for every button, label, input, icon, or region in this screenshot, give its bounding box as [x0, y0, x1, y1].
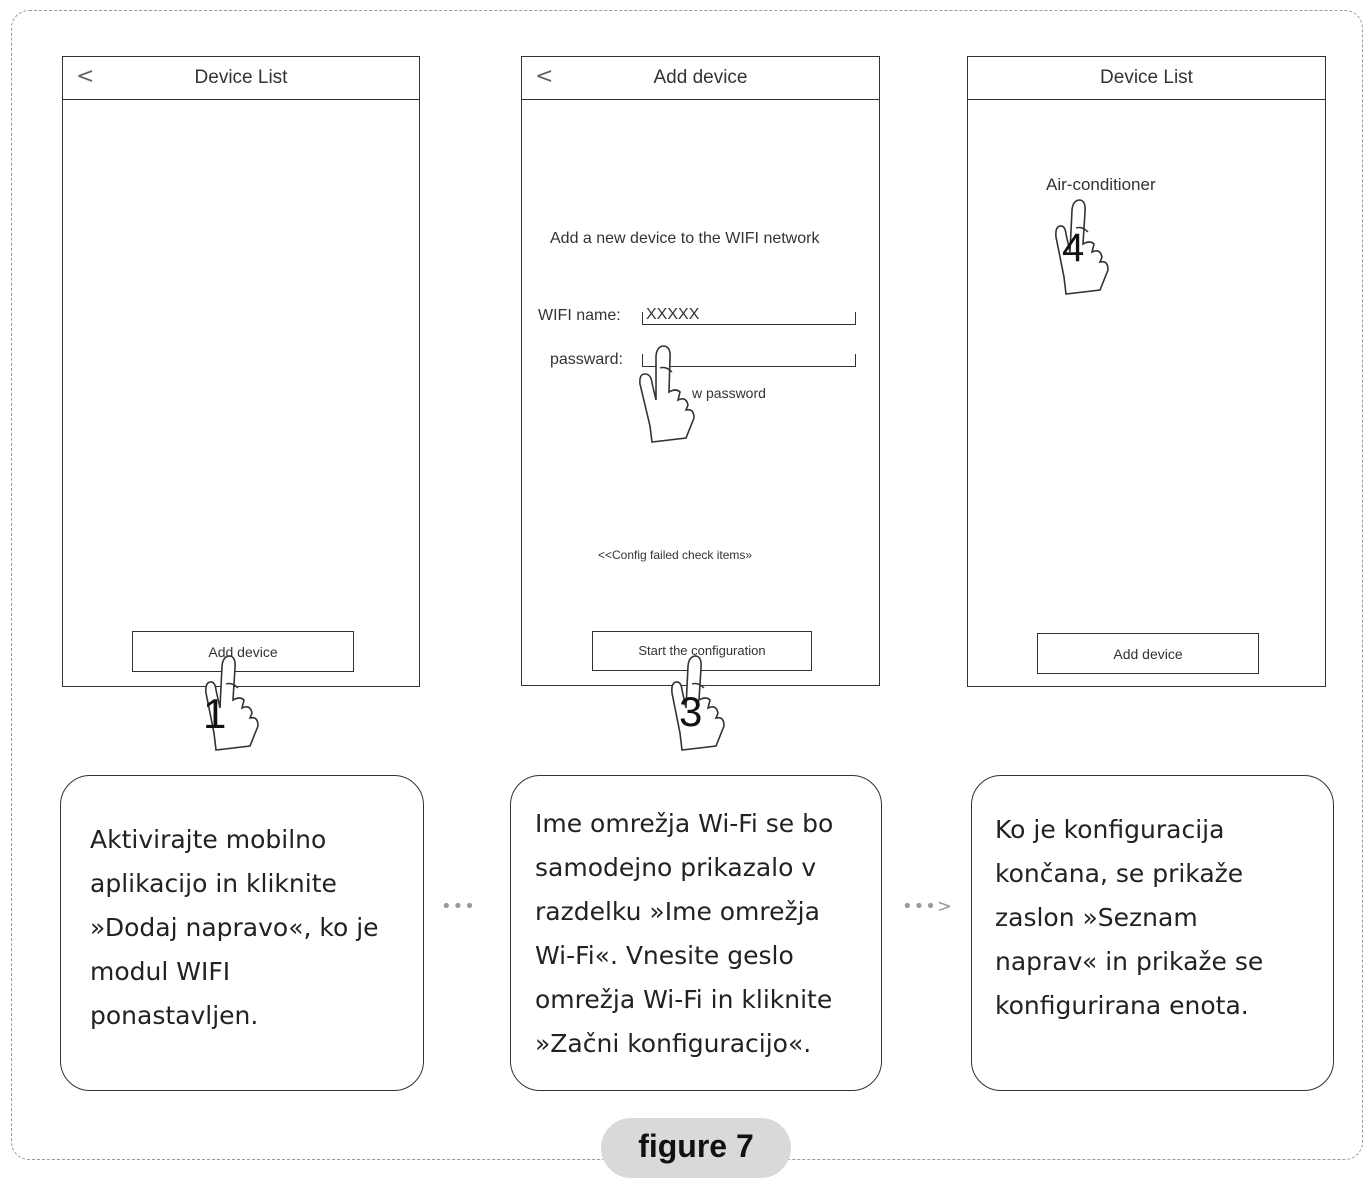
back-arrow-icon[interactable]: <	[76, 64, 95, 89]
screen-header: Device List	[968, 57, 1325, 100]
caption-box-step-1: Aktivirajte mobilno aplikacijo in klikni…	[60, 775, 424, 1091]
add-device-button[interactable]: Add device	[132, 631, 354, 672]
flow-connector: •••	[441, 896, 476, 917]
figure-label: figure 7	[638, 1128, 754, 1164]
add-device-button[interactable]: Add device	[1037, 633, 1259, 674]
screen-title: Device List	[1100, 67, 1193, 88]
phone-screen-device-list: < Device List Add device	[62, 56, 420, 687]
caption-text: Ime omrežja Wi-Fi se bo samodejno prikaz…	[535, 809, 834, 1058]
screen-header: < Device List	[63, 57, 419, 100]
password-label: passward:	[550, 351, 623, 368]
screen-title: Add device	[653, 67, 748, 88]
wifi-name-field[interactable]	[642, 312, 856, 325]
add-device-prompt: Add a new device to the WIFI network	[550, 230, 820, 247]
back-arrow-icon[interactable]: <	[535, 64, 554, 89]
phone-screen-add-device: < Add device Add a new device to the WIF…	[521, 56, 880, 686]
screen-title: Device List	[194, 67, 288, 88]
step-number-4: 4	[1062, 226, 1085, 270]
caption-box-step-2: Ime omrežja Wi-Fi se bo samodejno prikaz…	[510, 775, 882, 1091]
screen-header: < Add device	[522, 57, 879, 100]
caption-text: Aktivirajte mobilno aplikacijo in klikni…	[90, 825, 379, 1030]
phone-screen-device-list-result: Device List Air-conditioner Add device	[967, 56, 1326, 687]
device-list-item[interactable]: Air-conditioner	[1046, 175, 1156, 194]
caption-text: Ko je konfiguracija končana, se prikaže …	[995, 815, 1264, 1020]
tapping-hand-icon	[639, 345, 695, 443]
config-failed-link[interactable]: <<Config failed check items»	[598, 548, 753, 562]
wifi-name-value: XXXXX	[646, 306, 700, 323]
caption-box-step-3: Ko je konfiguracija končana, se prikaže …	[971, 775, 1334, 1091]
show-password-label[interactable]: w password	[692, 385, 766, 401]
tapping-hand-icon	[205, 655, 259, 751]
wifi-name-label: WIFI name:	[538, 307, 621, 324]
step-number-1: 1	[203, 690, 227, 737]
step-number-3: 3	[679, 688, 703, 735]
figure-label-tab: figure 7	[601, 1118, 791, 1178]
tapping-hand-icon	[1055, 199, 1109, 295]
start-configuration-button[interactable]: Start the configuration	[592, 631, 812, 671]
password-field[interactable]	[642, 354, 856, 367]
flow-connector: •••>	[902, 896, 953, 917]
tapping-hand-icon	[671, 655, 725, 751]
